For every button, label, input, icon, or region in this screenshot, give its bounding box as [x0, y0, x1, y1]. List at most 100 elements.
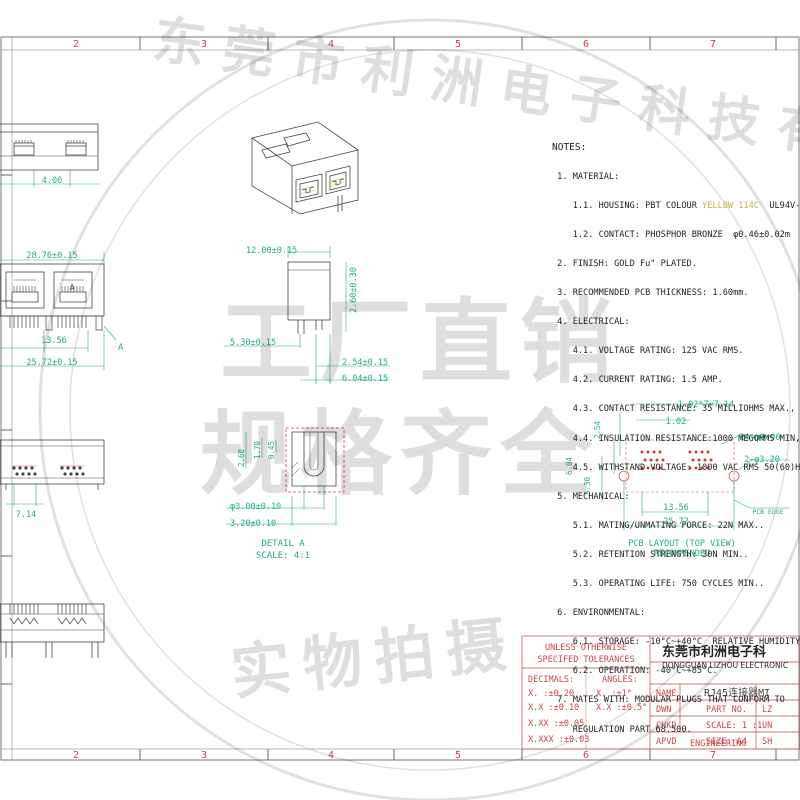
dim-label: 1.70: [253, 440, 262, 459]
company-block: 东莞市利洲电子科 DONGGUAN LIZHOU ELECTRONIC: [662, 644, 788, 670]
dim-label: 25.72±0.15: [26, 358, 77, 368]
size-label: SIZE: A4: [706, 737, 747, 747]
detail-scale: SCALE: 4:1: [256, 551, 310, 561]
side-view: 12.00±0.15 2.60±0.30 5.30±0.15 2.54±0.15…: [224, 246, 390, 384]
column-label: 5: [455, 39, 461, 50]
notes-line: 4.5. WITHSTAND VOLTAGE: 1000 VAC RMS 50(…: [552, 462, 800, 473]
pcb-subcaption: RECOMMENDED: [654, 549, 710, 559]
column-label: 6: [583, 39, 589, 50]
notes-line: 4.2. CURRENT RATING: 1.5 AMP.: [552, 375, 723, 386]
notes-line: 7. MATES WITH: MODULAR PLUGS THAT CONFOR…: [552, 695, 785, 706]
column-labels-bottom: 2 3 4 5 6 7: [73, 750, 716, 761]
watermark-seal: [38, 18, 800, 800]
notes-line: 4.1. VOLTAGE RATING: 125 VAC RMS.: [552, 346, 744, 357]
notes-line: 5.1. MATING/UNMATING FORCE: 22N MAX..: [552, 520, 765, 531]
detail-a: 2.60 1.70 0.45 φ3.00±0.10 3.20±0.10 DETA…: [226, 427, 345, 561]
angle-value: X. :±1°: [596, 689, 632, 699]
dim-label: PCB EDGE: [752, 508, 783, 516]
scale-unit: UN: [762, 721, 772, 731]
dim-label: 13.56: [41, 336, 67, 346]
angles-label: ANGLES:: [602, 675, 638, 685]
dim-label: 4.00: [42, 176, 62, 186]
part-title: RJ45连接器MI: [704, 686, 770, 699]
tolerance-title: SPECIFED TOLERANCES: [537, 655, 634, 665]
detail-caption: DETAIL A: [261, 539, 305, 549]
pcb-layout: 1.02*7=7.14 1.02 2.54 6.04 5.30 24−φ0.90…: [565, 400, 790, 559]
column-label: 3: [201, 750, 207, 761]
notes-panel: NOTES: 1. MATERIAL: 1.1. HOUSING: PBT CO…: [552, 124, 800, 745]
notes-line: 5.2. RETENTION STRENGTH: 30N MIN..: [552, 549, 749, 560]
column-label: 4: [328, 750, 334, 761]
tolerance-title: UNLESS OTHERWISE: [545, 643, 627, 653]
dim-label: 1.02*7=7.14: [678, 400, 734, 410]
dim-label: 2.60: [237, 448, 246, 467]
decimals-label: DECIMALS:: [528, 675, 574, 685]
part-no-value: LZ: [762, 705, 772, 715]
angle-value: X.X :±0.5°: [596, 703, 647, 713]
tolerance-value: X.X :±0.10: [528, 703, 579, 713]
notes-title: NOTES:: [552, 142, 587, 154]
dim-label: 5.30: [583, 476, 592, 495]
dim-label: 0.45: [267, 441, 276, 459]
dim-label: φ3.00±0.10: [230, 502, 281, 512]
notes-line: 6. ENVIRONMENTAL:: [552, 608, 646, 619]
tolerance-value: X. :±0.20: [528, 689, 574, 699]
dim-label: 6.04: [565, 456, 574, 475]
company-name-cn: 东莞市利洲电子科: [662, 644, 766, 660]
column-label: 3: [201, 39, 207, 50]
dim-label: 2−φ3.20: [744, 455, 780, 465]
pcb-caption: PCB LAYOUT (TOP VIEW): [628, 539, 735, 549]
back-view: [0, 603, 105, 658]
dwn-label: DWN: [656, 705, 671, 715]
column-label: 2: [73, 39, 79, 50]
tolerance-value: X.XX :±0.05: [528, 719, 584, 729]
part-no-label: PART NO.: [706, 705, 747, 715]
title-block: [521, 635, 800, 750]
dim-label: 25.72: [663, 517, 689, 527]
dim-label: 2.54: [593, 420, 602, 439]
notes-line: 5. MECHANICAL:: [552, 491, 630, 502]
front-view: 28.76±0.15 A 13.56 25.72±0.15 A: [0, 251, 124, 370]
column-label: 6: [583, 750, 589, 761]
notes-line: 6.2. OPERATION: -40°C~+85°C.: [552, 666, 718, 677]
dim-label: 6.04±0.15: [342, 374, 388, 384]
company-name-en: DONGGUAN LIZHOU ELECTRONIC: [662, 661, 788, 670]
notes-line: 2. FINISH: GOLD Fu" PLATED.: [552, 258, 697, 269]
notes-line: 4. ELECTRICAL:: [552, 317, 630, 328]
dim-label: 12.00±0.15: [246, 246, 297, 256]
notes-line: REGULATION PART 68.500.: [552, 724, 692, 735]
port-label: A: [70, 283, 75, 292]
dim-label: 24−φ0.90: [740, 433, 781, 443]
dim-label: 28.76±0.15: [26, 251, 77, 261]
engineering-label: ENGINEERING: [690, 739, 746, 749]
column-labels-top: 2 3 4 5 6 7: [73, 39, 716, 50]
dim-label: 13.56: [663, 503, 689, 513]
notes-line: 5.3. OPERATING LIFE: 750 CYCLES MIN..: [552, 579, 765, 590]
notes-line: 4.4. INSULATION RESISTANCE:1000 MEGOHMS …: [552, 433, 800, 444]
dim-label: 5.30±0.15: [230, 338, 276, 348]
notes-line: 3. RECOMMENDED PCB THICKNESS: 1.60mm.: [552, 287, 749, 298]
apvd-label: APVD: [656, 737, 676, 747]
title-block-text: UNLESS OTHERWISE SPECIFED TOLERANCES DEC…: [528, 643, 772, 749]
chkd-label: CHKD: [656, 721, 676, 731]
dim-label: 2.54±0.15: [342, 358, 388, 368]
dim-label: 1.02: [666, 417, 686, 427]
bottom-view: 7.14: [0, 439, 105, 520]
column-label: 5: [455, 750, 461, 761]
column-label: 7: [710, 39, 716, 50]
dim-label: 2.60±0.30: [349, 267, 359, 313]
scale-label: SCALE: 1 :1: [706, 721, 762, 731]
notes-line: 1. MATERIAL:: [552, 171, 620, 182]
name-label: NAME: [656, 689, 676, 699]
dim-label: 7.14: [16, 510, 36, 520]
notes-line: 1.2. CONTACT: PHOSPHOR BRONZE φ0.46±0.02…: [552, 229, 790, 240]
notes-line: 4.3. CONTACT RESISTANCE: 35 MILLIOHMS MA…: [552, 404, 796, 415]
column-label: 7: [710, 750, 716, 761]
column-label: 2: [73, 750, 79, 761]
isometric-view: [251, 121, 359, 215]
dim-label: 3.20±0.10: [230, 519, 276, 529]
tolerance-value: X.XXX :±0.03: [528, 735, 589, 745]
column-label: 4: [328, 39, 334, 50]
